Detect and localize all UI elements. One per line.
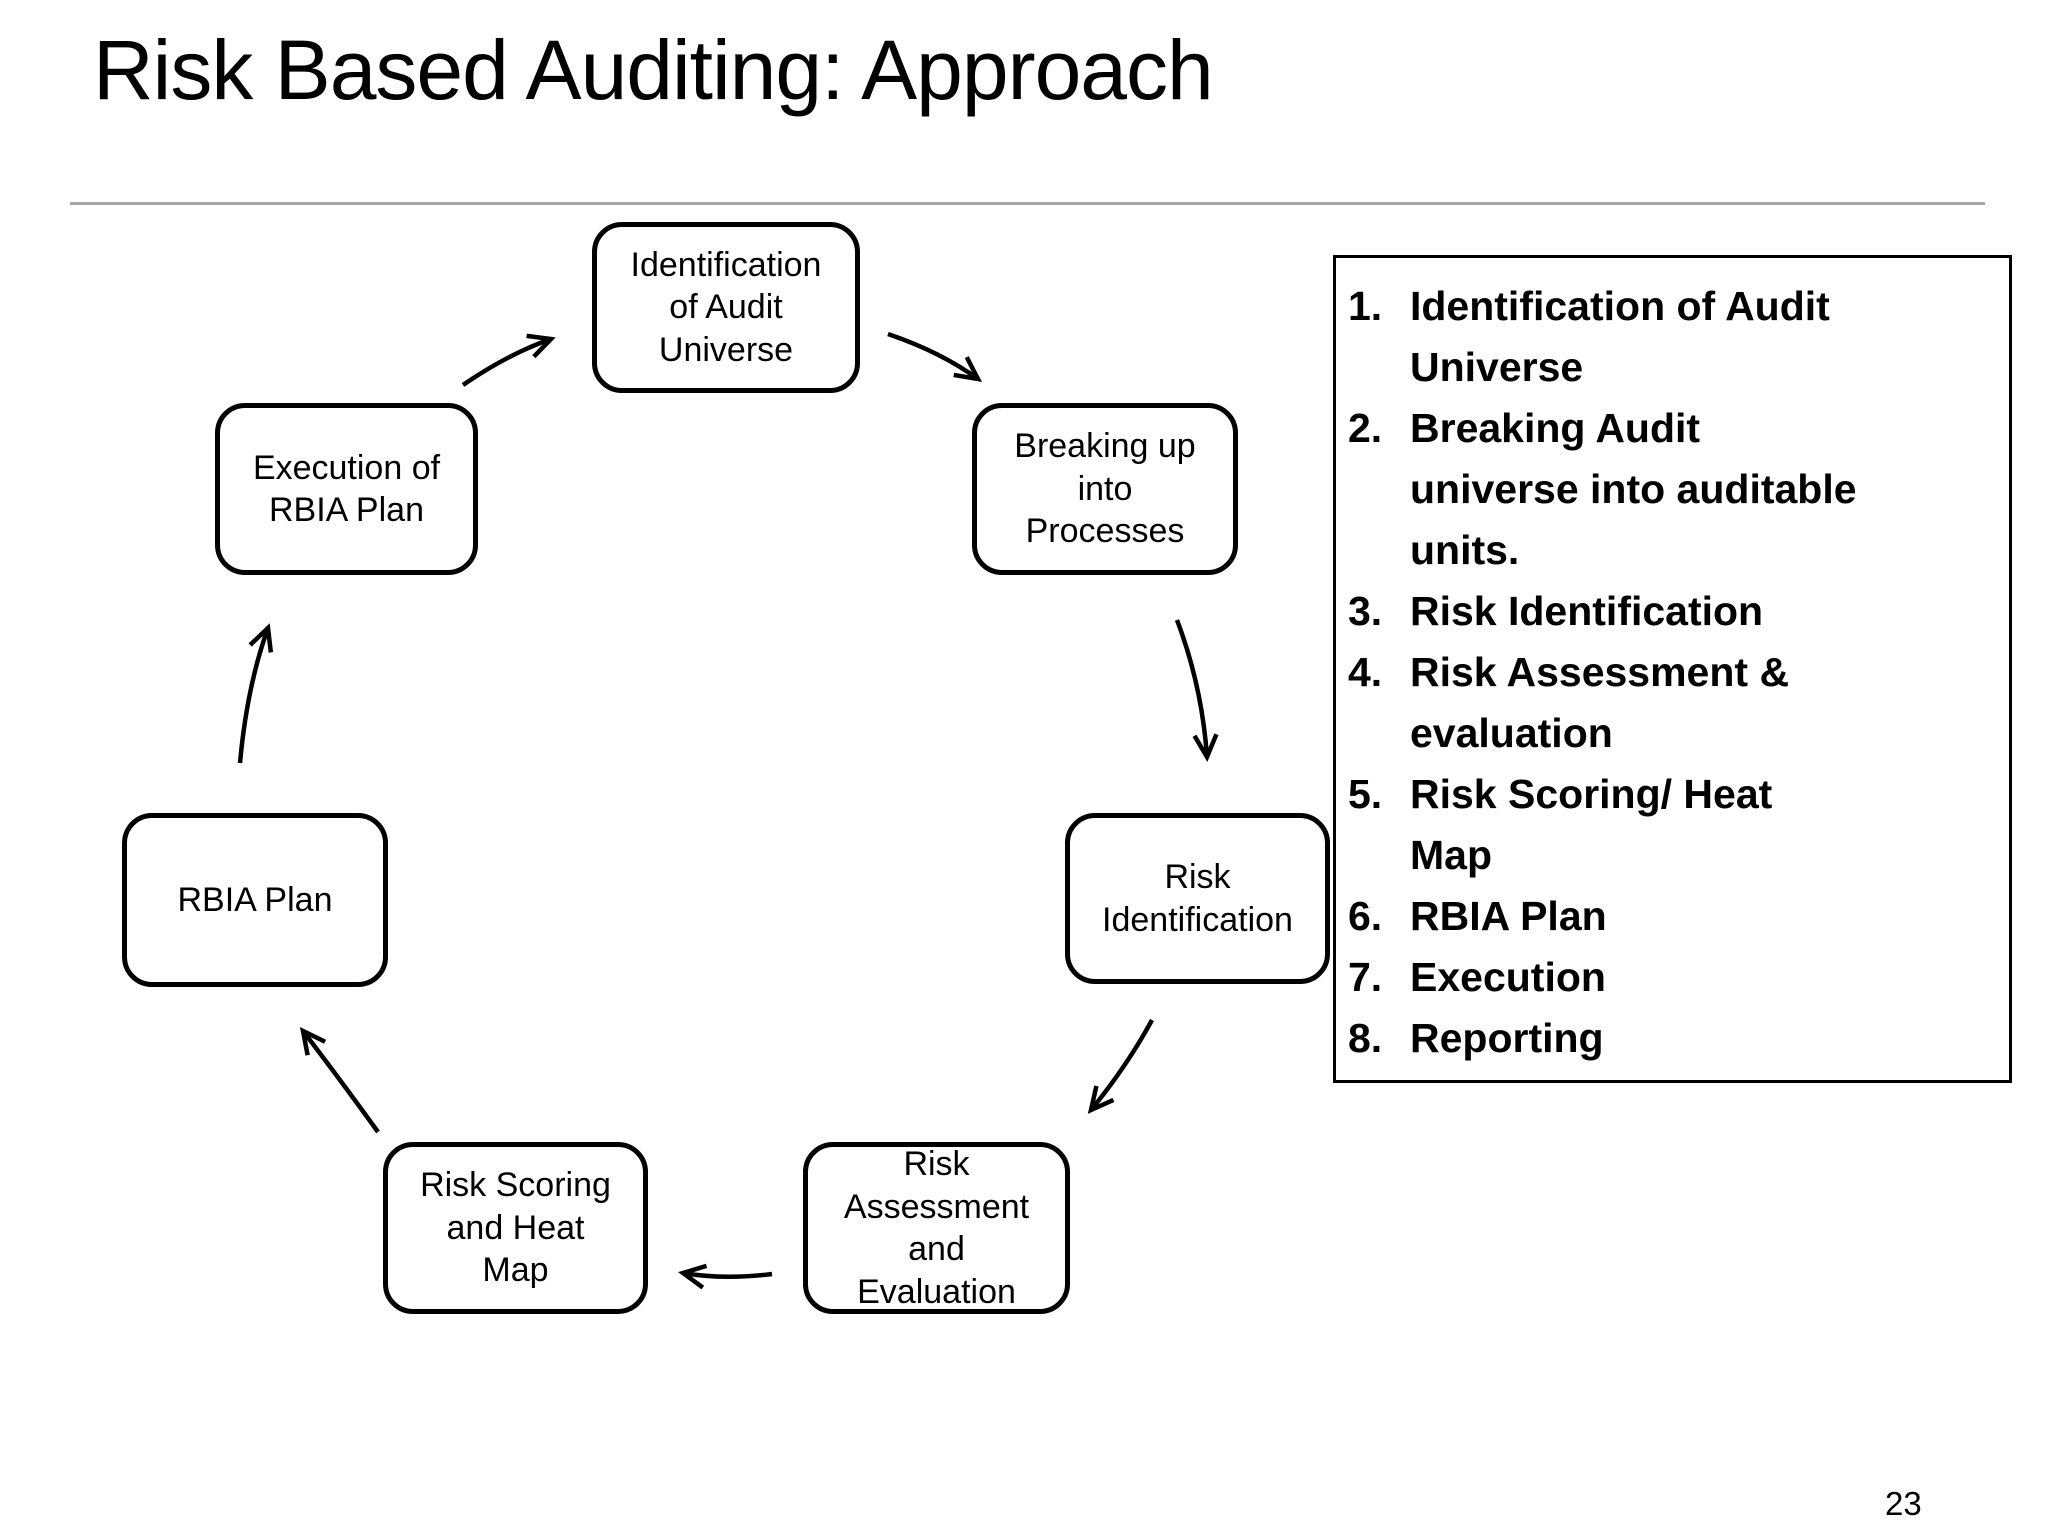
step-text: Risk Scoring/ Heat Map (1410, 771, 1773, 878)
list-item: 5. Risk Scoring/ Heat Map (1348, 764, 1995, 886)
step-text: Execution (1410, 954, 1606, 1000)
step-number: 8. (1348, 1015, 1383, 1061)
arrow-breaking-to-risk-identification (1174, 619, 1219, 763)
process-steps-panel: 1. Identification of Audit Universe 2. B… (1333, 255, 2012, 1083)
list-item: 7. Execution (1348, 947, 1995, 1008)
list-item: 3. Risk Identification (1348, 581, 1995, 642)
arrow-scoring-to-rbia-plan (299, 1027, 380, 1134)
arrow-rbia-plan-to-execution (237, 623, 274, 764)
step-text: Breaking Audit universe into auditable u… (1410, 405, 1857, 573)
list-item: 2. Breaking Audit universe into auditabl… (1348, 398, 1995, 581)
step-number: 5. (1348, 771, 1383, 817)
cycle-node-risk-scoring-and-heat-map: Risk Scoring and Heat Map (383, 1142, 648, 1314)
step-text: Risk Identification (1410, 588, 1764, 634)
list-item: 8. Reporting (1348, 1008, 1995, 1069)
cycle-node-identification-of-audit-universe: Identification of Audit Universe (592, 222, 860, 393)
step-text: Reporting (1410, 1015, 1604, 1061)
arrow-risk-identification-to-assessment (1087, 1018, 1154, 1114)
slide-title: Risk Based Auditing: Approach (93, 23, 1214, 117)
step-number: 7. (1348, 954, 1383, 1000)
step-number: 1. (1348, 283, 1383, 329)
step-text: Risk Assessment & evaluation (1410, 649, 1790, 756)
list-item: 6. RBIA Plan (1348, 886, 1995, 947)
step-number: 4. (1348, 649, 1383, 695)
step-text: Identification of Audit Universe (1410, 283, 1830, 390)
cycle-node-execution-of-rbia-plan: Execution of RBIA Plan (215, 403, 478, 575)
step-number: 2. (1348, 405, 1383, 451)
step-number: 6. (1348, 893, 1383, 939)
step-number: 3. (1348, 588, 1383, 634)
arrow-execution-to-identification (461, 333, 556, 387)
list-item: 4. Risk Assessment & evaluation (1348, 642, 1995, 764)
cycle-node-rbia-plan: RBIA Plan (122, 813, 388, 987)
cycle-node-risk-assessment-and-evaluation: Risk Assessment and Evaluation (803, 1142, 1070, 1314)
page-number: 23 (1885, 1485, 1922, 1522)
list-item: 1. Identification of Audit Universe (1348, 276, 1995, 398)
cycle-node-risk-identification: Risk Identification (1065, 813, 1330, 984)
arrow-identification-to-breaking (887, 331, 983, 382)
cycle-node-breaking-up-into-processes: Breaking up into Processes (972, 403, 1238, 575)
arrow-assessment-to-scoring (678, 1263, 773, 1290)
step-text: RBIA Plan (1410, 893, 1607, 939)
title-divider (70, 202, 1985, 205)
